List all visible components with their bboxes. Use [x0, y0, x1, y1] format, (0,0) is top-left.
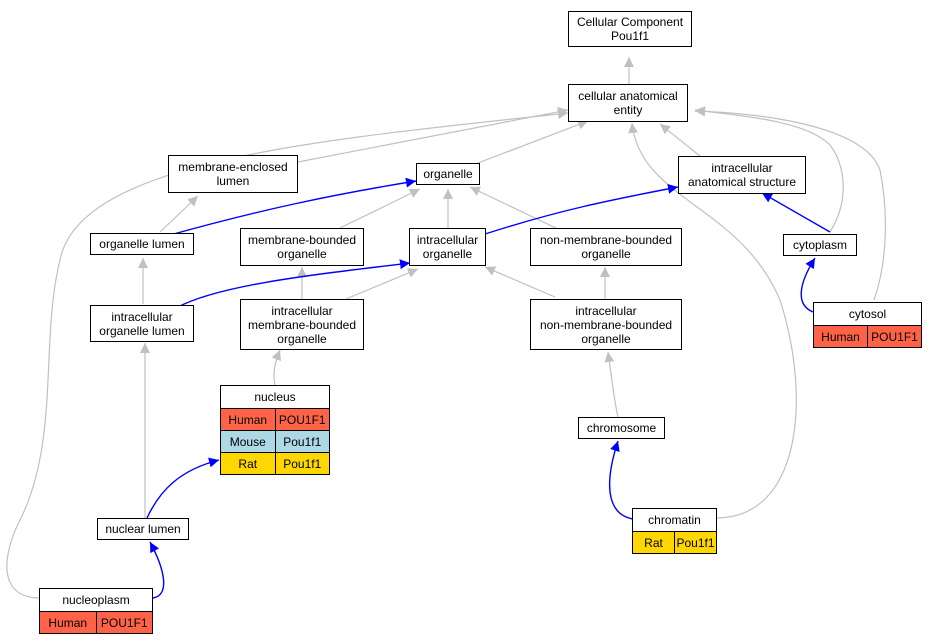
- gene-cell: Pou1f1: [275, 431, 329, 452]
- node-nuclear-lumen[interactable]: nuclear lumen: [97, 518, 189, 540]
- annotation-row: Human POU1F1: [814, 326, 921, 347]
- edge-cytosol-partof-cytoplasm: [800, 257, 816, 313]
- edge-cytosol-cae: [694, 106, 886, 301]
- edge-olumen-mel: [159, 195, 199, 233]
- gene-cell: Pou1f1: [275, 453, 329, 474]
- node-label-line1: intracellular: [575, 303, 637, 318]
- edge-olumen-partof-organelle: [169, 177, 417, 236]
- edge-nucleoplasm-partof-nlumen: [149, 541, 165, 599]
- edge-nmbo-organelle: [469, 186, 561, 231]
- gene-cell: POU1F1: [275, 409, 329, 430]
- node-label: nuclear lumen: [105, 522, 181, 536]
- node-label-line1: intracellular: [416, 233, 479, 247]
- node-label-line1: Cellular Component: [576, 15, 684, 29]
- edge-io-partof-ias: [484, 183, 679, 235]
- species-cell: Human: [40, 612, 97, 633]
- node-label-line1: intracellular: [711, 161, 773, 175]
- edge-ias-cae: [659, 123, 701, 157]
- node-organelle-lumen[interactable]: organelle lumen: [90, 233, 194, 255]
- species-cell: Rat: [221, 453, 276, 474]
- edge-inmbo-io: [484, 266, 556, 298]
- node-chromosome[interactable]: chromosome: [578, 417, 665, 439]
- gene-cell: POU1F1: [868, 326, 921, 347]
- species-cell: Human: [814, 326, 868, 347]
- edge-mbo-organelle: [339, 188, 421, 229]
- node-label-line2: Pou1f1: [610, 29, 650, 43]
- species-cell: Mouse: [221, 431, 276, 452]
- node-label-line2: organelle: [581, 247, 631, 261]
- node-label-line1: intracellular: [271, 303, 333, 318]
- edge-mel-cae: [297, 106, 569, 163]
- node-label-line2: organelle lumen: [99, 323, 185, 338]
- annotation-row: Rat Pou1f1: [633, 532, 716, 553]
- gene-cell: Pou1f1: [675, 532, 716, 553]
- node-label-line1: membrane-bounded: [247, 233, 357, 247]
- edge-chromatin-cae: [628, 122, 797, 519]
- annotation-row: Mouse Pou1f1: [221, 431, 329, 453]
- edge-nlumen-partof-nucleus: [146, 457, 220, 519]
- edge-cytoplasm-partof-ias: [761, 192, 831, 233]
- annotation-row: Rat Pou1f1: [221, 453, 329, 474]
- card-title: nucleus: [221, 386, 329, 409]
- node-label: cytoplasm: [792, 238, 848, 252]
- node-label-line1: non-membrane-bounded: [539, 233, 673, 247]
- card-title: cytosol: [814, 303, 921, 326]
- edge-nucleoplasm-cae: [6, 109, 569, 599]
- node-label-line3: organelle: [581, 331, 631, 346]
- node-label-line1: intracellular: [111, 309, 173, 324]
- species-cell: Rat: [633, 532, 675, 553]
- card-nucleus[interactable]: nucleus Human POU1F1 Mouse Pou1f1 Rat Po…: [220, 385, 330, 475]
- node-label-line2: organelle: [422, 247, 473, 261]
- edge-organelle-cae: [477, 119, 589, 164]
- gene-cell: POU1F1: [96, 612, 152, 633]
- node-organelle[interactable]: organelle: [416, 163, 480, 185]
- annotation-row: Human POU1F1: [40, 612, 152, 633]
- edge-chromosome-inmbo: [604, 351, 619, 418]
- edge-chromatin-partof-chromosome: [608, 440, 634, 520]
- node-label-line3: organelle: [277, 331, 327, 346]
- card-title: chromatin: [633, 509, 716, 532]
- card-chromatin[interactable]: chromatin Rat Pou1f1: [632, 508, 717, 554]
- card-nucleoplasm[interactable]: nucleoplasm Human POU1F1: [39, 588, 153, 634]
- node-label: organelle lumen: [99, 237, 185, 251]
- node-label-line1: cellular anatomical: [578, 89, 678, 103]
- node-label-line2: membrane-bounded: [247, 317, 357, 332]
- card-cytosol[interactable]: cytosol Human POU1F1: [813, 302, 922, 348]
- node-label-line2: anatomical structure: [687, 175, 797, 189]
- node-cytoplasm[interactable]: cytoplasm: [783, 234, 857, 256]
- node-label-line2: entity: [613, 103, 643, 117]
- card-title: nucleoplasm: [40, 589, 152, 612]
- species-cell: Human: [221, 409, 276, 430]
- edge-imbo-io: [345, 268, 419, 300]
- node-label-line2: lumen: [216, 174, 250, 188]
- node-label: chromosome: [586, 421, 657, 435]
- node-label-line2: organelle: [277, 247, 327, 261]
- edge-nucleus-imbo: [271, 349, 281, 386]
- annotation-row: Human POU1F1: [221, 409, 329, 431]
- edge-cytoplasm-cae: [694, 106, 844, 233]
- node-label-line2: non-membrane-bounded: [539, 317, 673, 332]
- node-label: organelle: [423, 167, 473, 181]
- edge-iol-partof-io: [177, 259, 411, 308]
- node-label-line1: membrane-enclosed: [178, 160, 288, 174]
